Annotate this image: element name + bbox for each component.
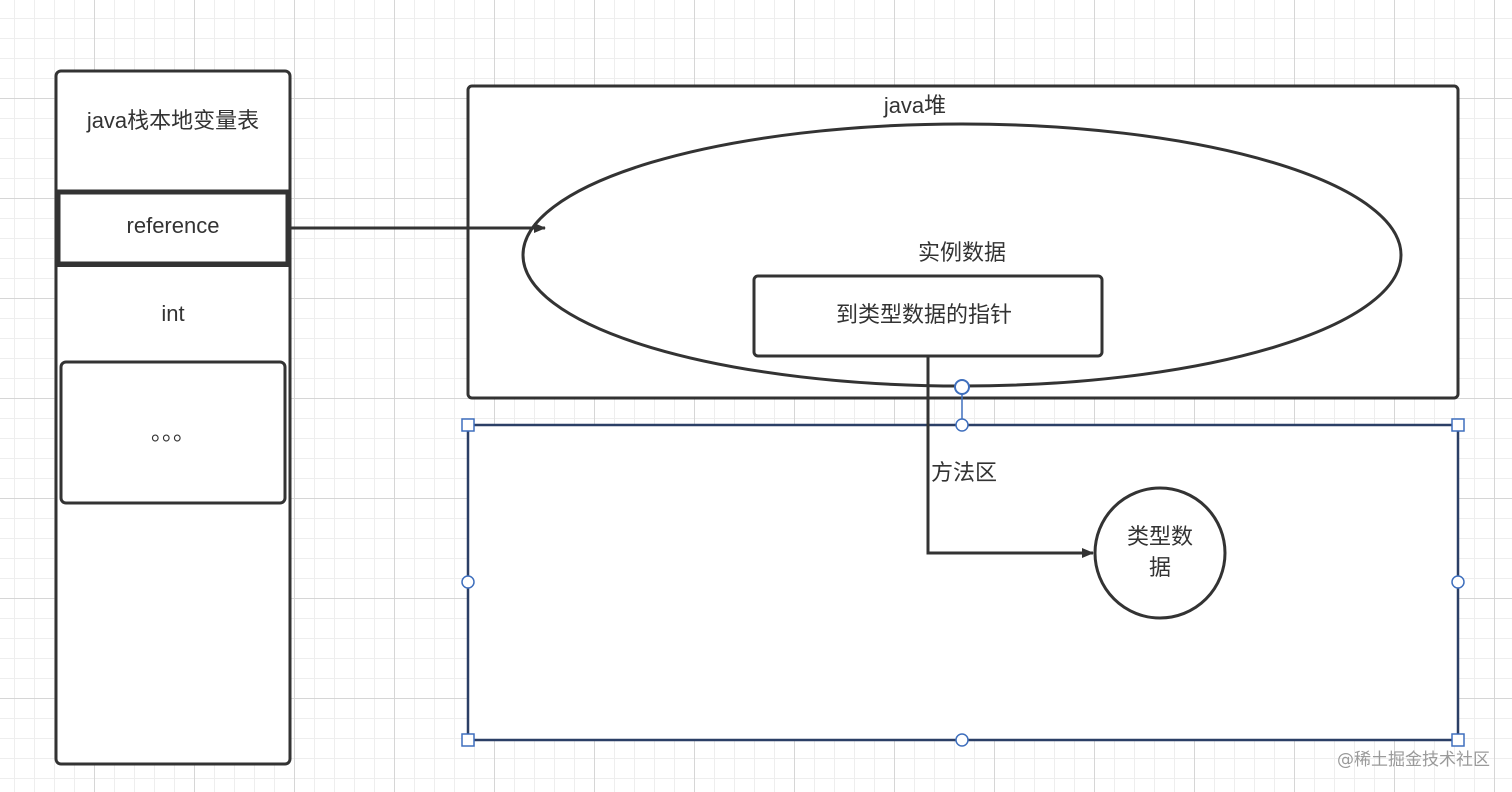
pointer-label: 到类型数据的指针 — [835, 302, 1012, 327]
resize-handle-bottom-left[interactable] — [461, 733, 475, 747]
stack-slot-ellipsis-label: 。。。 — [150, 420, 195, 445]
stack-slot-reference-label: reference — [126, 213, 220, 238]
resize-handle-top-right[interactable] — [1451, 418, 1465, 432]
resize-handle-top-middle[interactable] — [955, 418, 969, 432]
resize-handle-top-left[interactable] — [461, 418, 475, 432]
stack-slot-ellipsis[interactable] — [59, 360, 287, 505]
resize-handle-bottom-right[interactable] — [1451, 733, 1465, 747]
resize-handle-middle-left[interactable] — [461, 575, 475, 589]
watermark: @稀土掘金技术社区 — [1337, 750, 1490, 770]
stack-title: java栈本地变量表 — [86, 108, 260, 133]
heap-instance-label: 实例数据 — [917, 240, 1006, 265]
type-data-label: 类型数 据 — [1126, 524, 1193, 580]
rotate-handle[interactable] — [954, 379, 970, 395]
type-data-circle[interactable] — [1093, 486, 1227, 620]
heap-title: java堆 — [883, 93, 947, 118]
method-area-title: 方法区 — [930, 460, 997, 485]
pointer-to-type-arrow[interactable] — [926, 356, 1094, 558]
stack-slot-reference[interactable] — [55, 189, 291, 267]
stack-slot-int-label: int — [161, 301, 185, 326]
resize-handle-middle-right[interactable] — [1451, 575, 1465, 589]
resize-handle-bottom-middle[interactable] — [955, 733, 969, 747]
